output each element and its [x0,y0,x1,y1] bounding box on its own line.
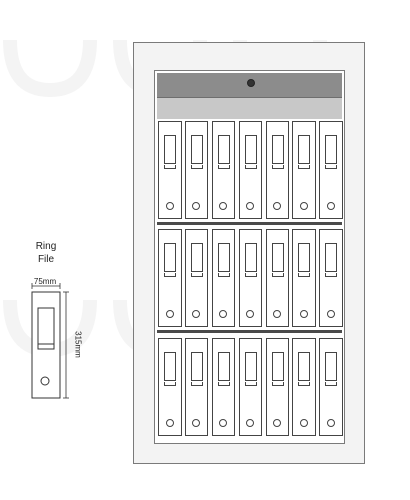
ring-binder [319,121,343,219]
binder-label-window [190,243,203,272]
binder-label-notch [190,165,203,169]
lock-icon [247,79,255,87]
binder-label-window [217,135,230,164]
binder-label-notch [164,382,176,386]
binder-label-window [244,243,257,272]
ring-binder [265,338,290,436]
legend-title-line1: Ring [35,241,57,252]
binder-finger-hole [299,202,308,210]
binder-label-window [325,243,338,272]
legend-title-line2: File [37,254,55,265]
binder-finger-hole [219,419,228,427]
binder-label-notch [325,165,338,169]
ring-binder [292,229,317,327]
binder-finger-hole [246,310,255,318]
binder-finger-hole [219,202,228,210]
binder-finger-hole [192,419,201,427]
binder-label-window [217,243,230,272]
binder-finger-hole [326,310,335,318]
top-compartment [157,98,342,119]
binder-label-notch [298,273,311,277]
binder-label-window [190,135,203,164]
binder-label-notch [271,382,284,386]
ring-binder [265,229,290,327]
binder-label-window [164,135,176,164]
binder-finger-hole [165,202,174,210]
ring-binder [292,338,317,436]
binder-label-notch [244,382,257,386]
ring-binder [211,229,236,327]
binder-label-window [164,243,176,272]
binder-label-notch [164,273,176,277]
binder-label-notch [164,165,176,169]
binder-finger-hole [192,310,201,318]
ring-binder [238,338,263,436]
ring-binder [238,121,263,219]
cabinet-interior [154,70,345,444]
binder-label-notch [244,273,257,277]
binder-label-window [271,243,284,272]
shelf-divider [157,222,342,225]
binder-label-window [298,135,311,164]
binder-finger-hole [192,202,201,210]
binder-label-notch [298,165,311,169]
binder-label-window [244,135,257,164]
binder-finger-hole [299,419,308,427]
shelf-row-1 [158,121,343,219]
ring-binder [184,338,209,436]
ring-binder [158,229,182,327]
binder-finger-hole [326,419,335,427]
binder-finger-hole [165,419,174,427]
ring-binder [211,121,236,219]
binder-finger-hole [165,310,174,318]
binder-label-window [244,352,257,381]
legend-width-label: 75mm [33,277,57,286]
binder-label-notch [217,165,230,169]
binder-label-window [217,352,230,381]
shelf-divider [157,330,342,333]
binder-finger-hole [273,419,282,427]
ring-binder [319,338,343,436]
ring-binder [319,229,343,327]
safe-cabinet [133,42,365,464]
ring-binder [184,121,209,219]
legend-title: Ring File [26,240,66,266]
ring-binder [265,121,290,219]
binder-finger-hole [273,202,282,210]
binder-label-window [271,352,284,381]
binder-label-notch [298,382,311,386]
binder-finger-hole [299,310,308,318]
binder-label-window [190,352,203,381]
lock-strip [157,73,342,98]
binder-finger-hole [246,202,255,210]
binder-label-window [164,352,176,381]
ring-binder [184,229,209,327]
shelf-row-3 [158,338,343,436]
binder-label-notch [325,382,338,386]
ring-binder [158,338,182,436]
ring-binder [211,338,236,436]
binder-label-window [271,135,284,164]
shelf-row-2 [158,229,343,327]
binder-label-notch [190,273,203,277]
binder-label-window [325,352,338,381]
binder-label-window [325,135,338,164]
binder-label-notch [271,273,284,277]
ring-binder [158,121,182,219]
binder-label-notch [271,165,284,169]
binder-label-window [298,352,311,381]
binder-label-notch [244,165,257,169]
binder-finger-hole [246,419,255,427]
binder-finger-hole [219,310,228,318]
ring-file-diagram [31,283,69,399]
binder-label-notch [325,273,338,277]
ring-binder [238,229,263,327]
binder-label-notch [217,382,230,386]
binder-finger-hole [273,310,282,318]
binder-label-notch [217,273,230,277]
ring-binder [292,121,317,219]
binder-label-notch [190,382,203,386]
binder-finger-hole [326,202,335,210]
binder-label-window [298,243,311,272]
